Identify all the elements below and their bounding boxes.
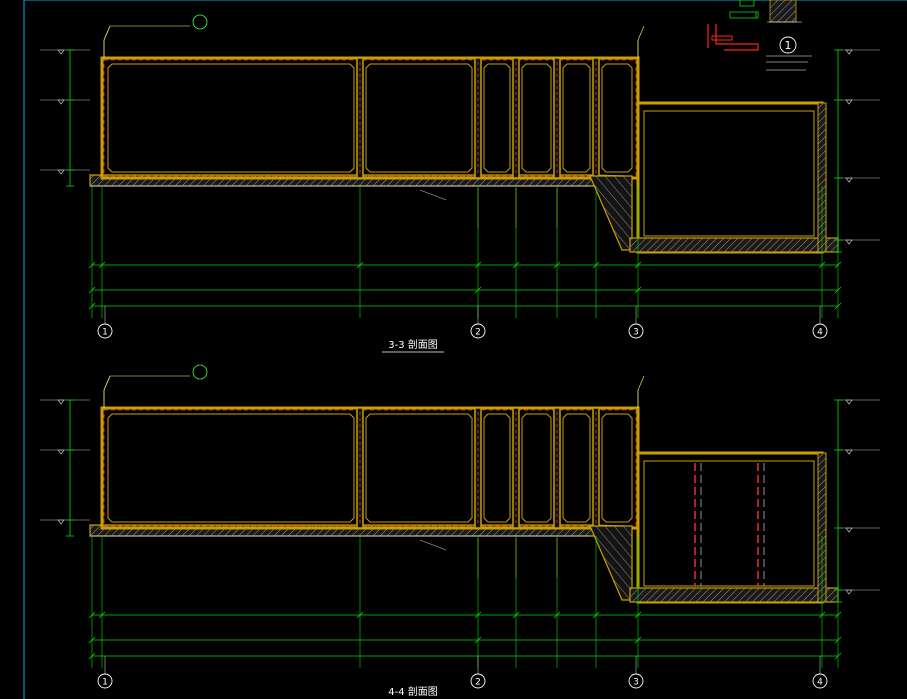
cell-outline (521, 413, 552, 523)
cell-outline (483, 63, 511, 173)
cell-outline (562, 413, 591, 523)
callout-circle (192, 364, 208, 380)
leader-line (103, 375, 111, 391)
dim-tick (834, 636, 842, 644)
grid-axis-bubble (470, 323, 486, 339)
dim-tick (474, 636, 482, 644)
dim-tick (88, 302, 96, 310)
dim-tick (88, 611, 96, 619)
cell-outline (601, 63, 633, 173)
dim-tick (634, 286, 642, 294)
dim-tick (98, 261, 106, 269)
elevation-marker (57, 399, 65, 405)
section-3-3: 1 2 3 4 (40, 14, 880, 339)
grid-axis-label: 3 (633, 328, 639, 338)
right-tank-slab (629, 237, 839, 253)
dim-tick (553, 611, 561, 619)
dim-tick (834, 611, 842, 619)
dim-tick (634, 261, 642, 269)
dim-tick (88, 652, 96, 660)
dim-tick (88, 286, 96, 294)
dim-tick (474, 261, 482, 269)
right-tank-slab (629, 587, 839, 603)
dim-tick (88, 636, 96, 644)
dim-tick (88, 261, 96, 269)
main-tank-rebar (103, 409, 637, 527)
grid-axis-bubble (812, 323, 828, 339)
detail-number-circle (779, 36, 797, 54)
elevation-marker (57, 449, 65, 455)
dim-tick (356, 261, 364, 269)
dim-tick (834, 652, 842, 660)
elevation-marker (845, 589, 853, 595)
elevation-marker (845, 449, 853, 455)
leader-line (419, 539, 447, 551)
dim-tick (634, 636, 642, 644)
cell-outline (521, 63, 552, 173)
grid-axis-label: 3 (633, 678, 639, 688)
dim-tick (474, 611, 482, 619)
right-tank-inner (643, 460, 815, 587)
detail-callout: 1 (707, 0, 812, 71)
dim-tick (592, 261, 600, 269)
dim-tick (474, 286, 482, 294)
elevation-marker (845, 177, 853, 183)
callout-circle (192, 14, 208, 30)
grid-axis-bubble (628, 673, 644, 689)
dim-tick (818, 611, 826, 619)
leader-line (637, 25, 645, 41)
grid-axis-label: 2 (475, 328, 481, 338)
section-title-3-3: 3-3 剖面图 (388, 338, 438, 351)
cell-outline (365, 413, 473, 523)
dim-tick (634, 611, 642, 619)
cell-outline (483, 413, 511, 523)
cell-outline (107, 63, 355, 173)
detail-number: 1 (785, 39, 792, 52)
elevation-marker (845, 399, 853, 405)
dim-tick (834, 302, 842, 310)
dim-tick (834, 261, 842, 269)
elevation-marker (845, 49, 853, 55)
grid-axis-label: 1 (102, 678, 108, 688)
grid-axis-bubble (470, 673, 486, 689)
cell-outline (107, 413, 355, 523)
right-tank-inner (643, 110, 815, 237)
grid-axis-bubble (812, 673, 828, 689)
dim-tick (356, 611, 364, 619)
dim-tick (592, 611, 600, 619)
grid-axis-label: 1 (102, 328, 108, 338)
dim-tick (553, 261, 561, 269)
leader-line (419, 189, 447, 201)
dim-tick (818, 261, 826, 269)
dim-tick (512, 261, 520, 269)
elevation-marker (57, 519, 65, 525)
dim-tick (834, 286, 842, 294)
cell-outline (365, 63, 473, 173)
main-tank-rebar (103, 59, 637, 177)
grid-axis-label: 4 (817, 328, 823, 338)
cell-outline (562, 63, 591, 173)
elevation-marker (845, 99, 853, 105)
right-tank-wall (636, 101, 824, 254)
dim-tick (512, 611, 520, 619)
leader-line (637, 375, 645, 391)
dim-tick (98, 611, 106, 619)
grid-axis-bubble (628, 323, 644, 339)
leader-line (103, 25, 111, 41)
cell-outline (601, 413, 633, 523)
elevation-marker (845, 527, 853, 533)
elevation-marker (845, 239, 853, 245)
elevation-marker (57, 99, 65, 105)
elevation-marker (57, 49, 65, 55)
elevation-marker (57, 169, 65, 175)
grid-axis-bubble (97, 323, 113, 339)
section-4-4: 1 2 3 4 (40, 364, 880, 689)
grid-axis-label: 2 (475, 678, 481, 688)
grid-axis-bubble (97, 673, 113, 689)
grid-axis-label: 4 (817, 678, 823, 688)
right-tank-wall (636, 451, 824, 604)
section-title-4-4: 4-4 剖面图 (388, 685, 438, 698)
